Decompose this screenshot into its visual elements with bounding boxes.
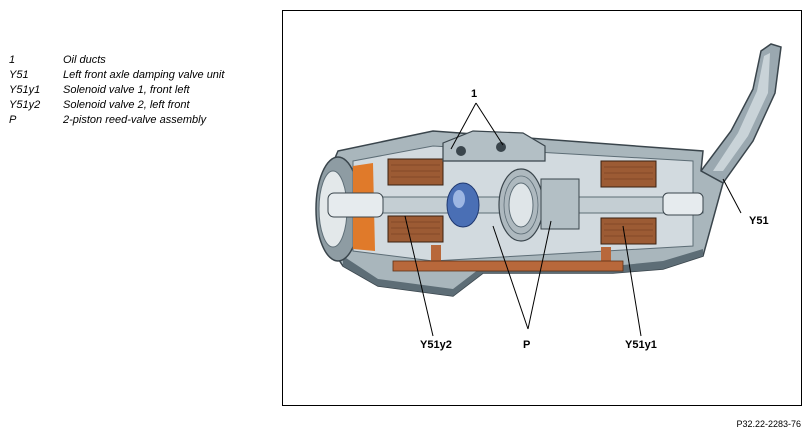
legend-text: Oil ducts [63, 54, 106, 66]
coil-texture [391, 164, 653, 237]
left-coil-bottom [387, 215, 444, 243]
right-plunger [662, 192, 704, 216]
right-coil-top [600, 160, 657, 188]
legend-item: 1 Oil ducts [9, 53, 224, 68]
valve-cutaway-illustration [315, 43, 782, 337]
figure-reference: P32.22-2283-76 [736, 419, 801, 429]
copper-ring-right [601, 247, 611, 263]
legend-text: 2-piston reed-valve assembly [63, 114, 207, 126]
reed-housing [540, 178, 580, 230]
oil-duct-port [496, 142, 506, 152]
legend-item: Y51y1 Solenoid valve 1, front left [9, 83, 224, 98]
housing-shadow [343, 249, 703, 296]
legend-item: Y51y2 Solenoid valve 2, left front [9, 98, 224, 113]
right-coil-bottom [600, 217, 657, 245]
callout-solenoid-2: Y51y2 [420, 339, 452, 351]
legend-key: 1 [9, 54, 16, 66]
legend: 1 Oil ducts Y51 Left front axle damping … [9, 53, 224, 128]
copper-ring-left [431, 245, 441, 261]
oil-duct-block [442, 130, 546, 162]
outlet-pipe-highlight [713, 53, 770, 171]
legend-text: Solenoid valve 1, front left [63, 84, 190, 96]
callout-reed-valve: P [523, 339, 531, 351]
legend-text: Solenoid valve 2, left front [63, 99, 190, 111]
legend-key: P [9, 114, 17, 126]
legend-item: P 2-piston reed-valve assembly [9, 113, 224, 128]
blue-piston-highlight [453, 190, 465, 208]
leader-lines [404, 102, 742, 337]
legend-text: Left front axle damping valve unit [63, 69, 225, 81]
oil-duct-port [456, 146, 466, 156]
callout-solenoid-1: Y51y1 [625, 339, 657, 351]
legend-key: Y51 [9, 69, 29, 81]
callout-oil-ducts: 1 [471, 88, 478, 100]
callout-valve-unit: Y51 [749, 215, 769, 227]
reed-rings [503, 175, 539, 235]
legend-item: Y51 Left front axle damping valve unit [9, 68, 224, 83]
left-plunger [327, 192, 384, 218]
legend-key: Y51y1 [9, 84, 41, 96]
diagram-frame: 1 Y51 Y51y2 P Y51y1 [282, 10, 802, 406]
reed-disk-inner [508, 182, 534, 228]
legend-key: Y51y2 [9, 99, 41, 111]
left-coil-top [387, 158, 444, 186]
